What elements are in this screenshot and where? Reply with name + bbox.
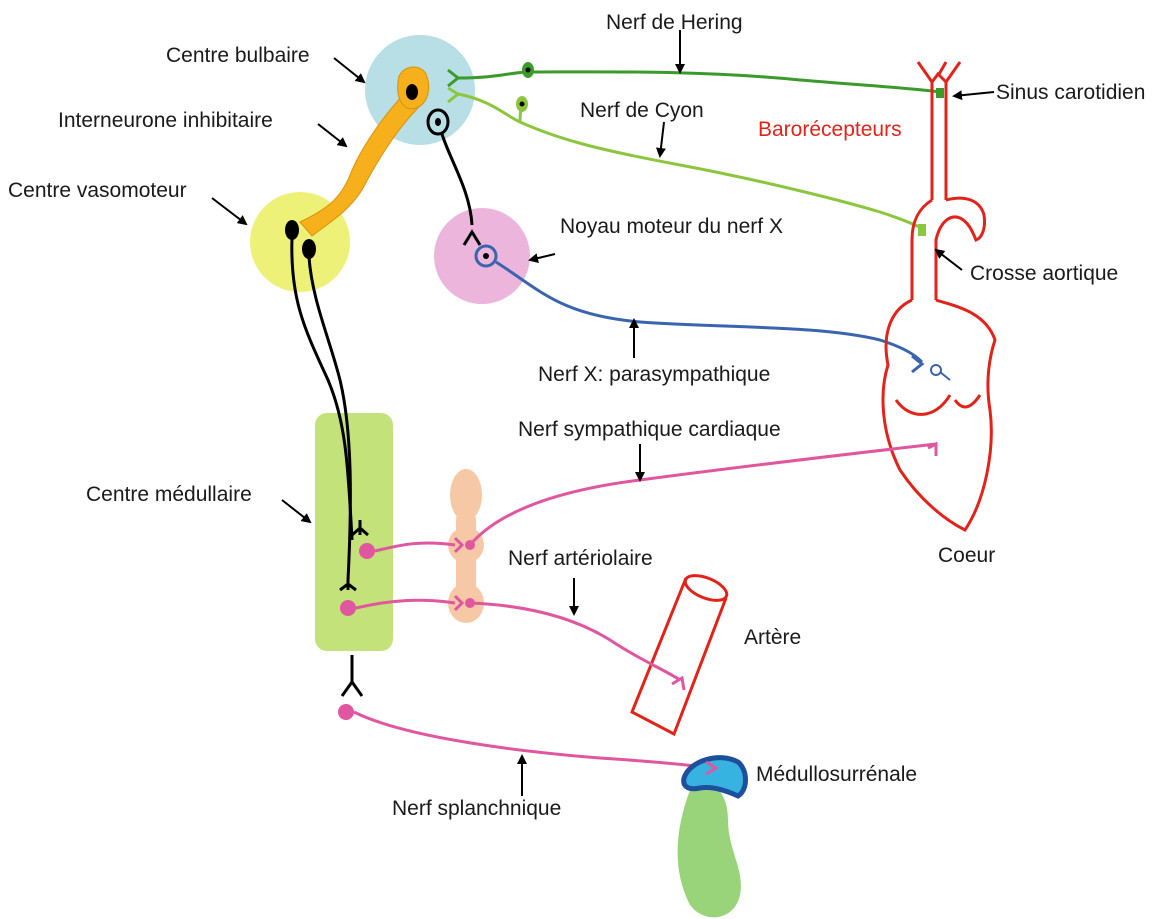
label-nerf-x: Nerf X: parasympathique (538, 363, 770, 386)
vagal-synapse (912, 356, 922, 372)
label-artere: Artère (744, 626, 801, 649)
adrenal-medulla (684, 758, 746, 796)
cardiac-ganglion (931, 365, 941, 375)
label-interneurone: Interneurone inhibitaire (58, 109, 273, 132)
adrenal-cortex (678, 782, 741, 917)
cyon-ganglion-nucleus (520, 102, 525, 107)
cardiac-ganglion-axon (940, 372, 950, 380)
cyon-receptor (918, 224, 926, 236)
nerf-splanchnique (354, 712, 712, 768)
vasomoteur-soma-1 (285, 220, 299, 240)
noyau-moteur-zone (434, 208, 530, 304)
medullaire-neuron-2 (340, 600, 356, 616)
splanchnique-neuron (338, 704, 354, 720)
label-nerf-cyon: Nerf de Cyon (580, 99, 704, 122)
carotid-artery (918, 62, 960, 200)
vasomoteur-soma-2 (302, 239, 316, 259)
label-noyau-moteur: Noyau moteur du nerf X (560, 215, 783, 238)
label-medullosurrenale: Médullosurrénale (756, 763, 917, 786)
nerf-sympathique-cardiaque (470, 444, 936, 545)
cardiac-sympathetic-synapse (928, 444, 936, 456)
label-barorecepteurs: Barorécepteurs (758, 118, 902, 141)
nerf-x-parasympathique (496, 262, 922, 362)
splanchnique-preganglionic-fork (342, 655, 362, 696)
noyau-moteur-nucleus (483, 253, 489, 259)
label-coeur: Coeur (938, 544, 995, 567)
arteriolar-synapse (672, 678, 684, 690)
artere-vessel (632, 570, 730, 734)
label-nerf-hering: Nerf de Hering (606, 11, 743, 34)
hering-ganglion-nucleus (526, 68, 531, 73)
hering-receptor (936, 88, 944, 98)
carotid-bifurcation (932, 74, 946, 82)
label-centre-medullaire: Centre médullaire (86, 483, 252, 506)
medullaire-neuron-1 (359, 543, 375, 559)
label-nerf-arteriolaire: Nerf artériolaire (508, 547, 653, 570)
label-nerf-splanchnique: Nerf splanchnique (392, 797, 561, 820)
heart (883, 300, 995, 530)
label-sinus-carotidien: Sinus carotidien (996, 81, 1145, 104)
interneurone-nucleus (406, 84, 418, 100)
label-nerf-sympathique: Nerf sympathique cardiaque (518, 418, 781, 441)
label-crosse-aortique: Crosse aortique (970, 262, 1118, 285)
label-centre-bulbaire: Centre bulbaire (166, 44, 310, 67)
interneurone-axon (300, 94, 422, 236)
label-centre-vasomoteur: Centre vasomoteur (8, 179, 187, 202)
bulbaire-vagal-nucleus (435, 118, 441, 126)
